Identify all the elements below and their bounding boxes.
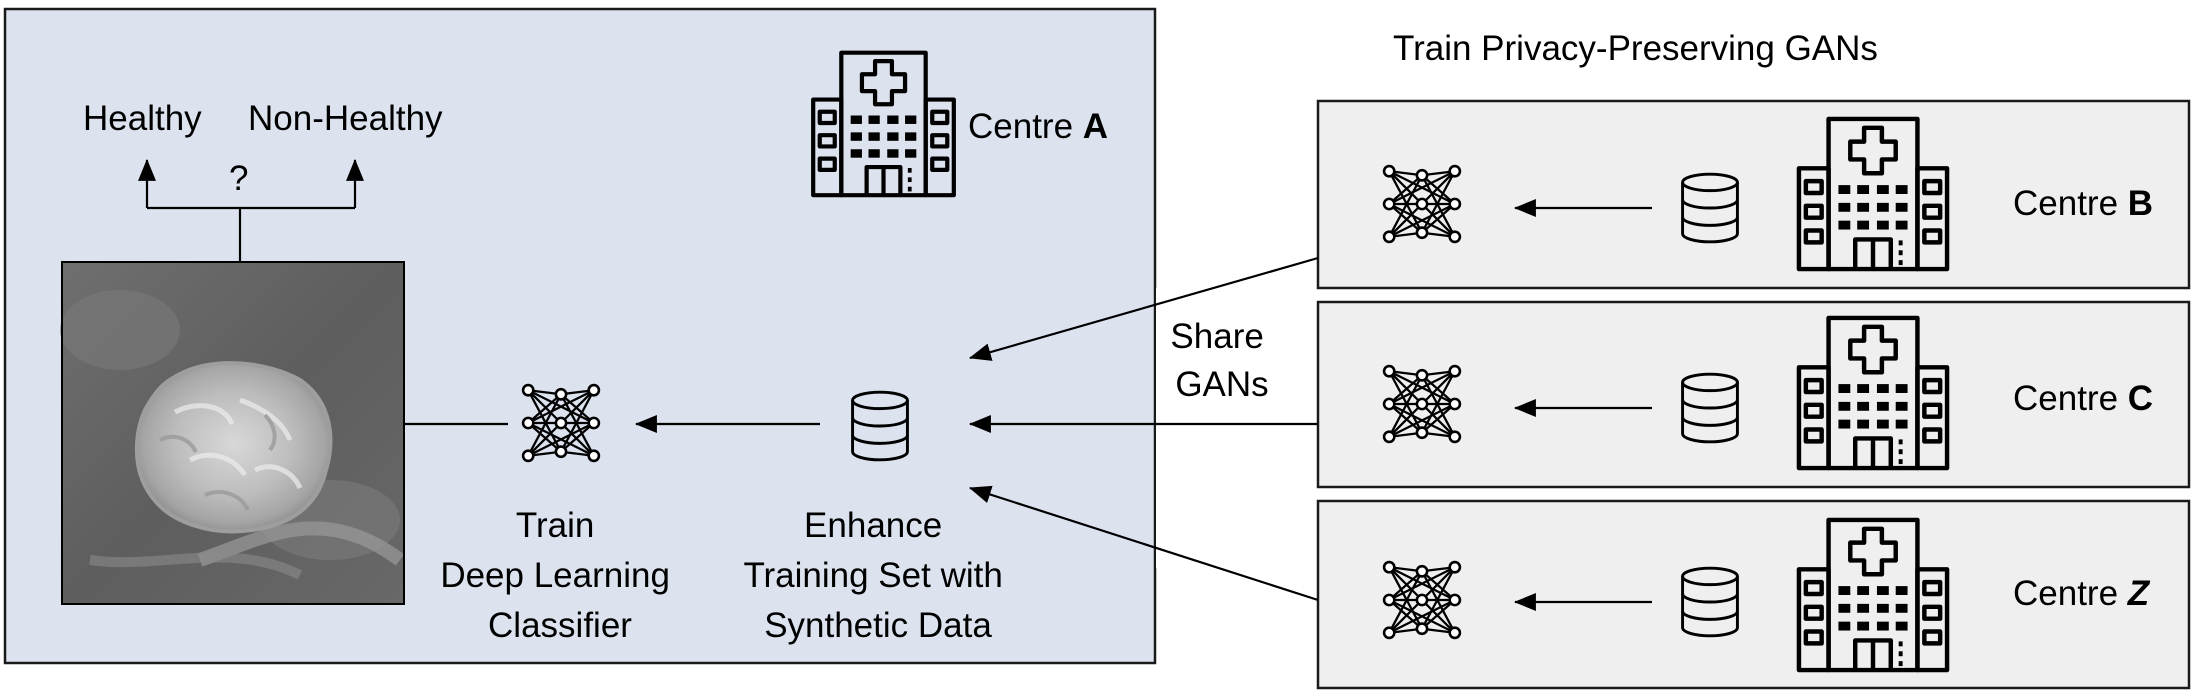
centre-a-title: Centre A: [968, 107, 1108, 146]
neural-network-icon: [1382, 364, 1462, 444]
centre-z-panel: Centre Z: [1316, 499, 2191, 690]
centre-b-title: Centre B: [2013, 184, 2153, 223]
centre-b-panel: Centre B: [1316, 99, 2191, 290]
output-branch: [138, 158, 364, 262]
label-non-healthy: Non-Healthy: [248, 99, 443, 138]
train-classifier-label: Train Deep Learning Classifier: [440, 506, 679, 645]
centre-c-title: Centre C: [2013, 379, 2153, 418]
question-mark: ?: [229, 159, 248, 198]
remote-title: Train Privacy-Preserving GANs: [1393, 29, 1878, 68]
share-label-bg: [1156, 288, 1316, 568]
centre-z-title: Centre Z: [2013, 574, 2151, 613]
neural-network-icon: [1382, 164, 1462, 244]
neural-network-icon: [521, 383, 601, 463]
neural-network-icon: [1382, 560, 1462, 640]
mammogram-image: [60, 261, 405, 605]
share-gans-label: Share GANs: [1170, 317, 1273, 404]
enhance-label: Enhance Training Set with Synthetic Data: [743, 506, 1012, 645]
centre-c-panel: Centre C: [1316, 300, 2191, 489]
label-healthy: Healthy: [83, 99, 202, 138]
share-arrows: [968, 256, 1319, 602]
